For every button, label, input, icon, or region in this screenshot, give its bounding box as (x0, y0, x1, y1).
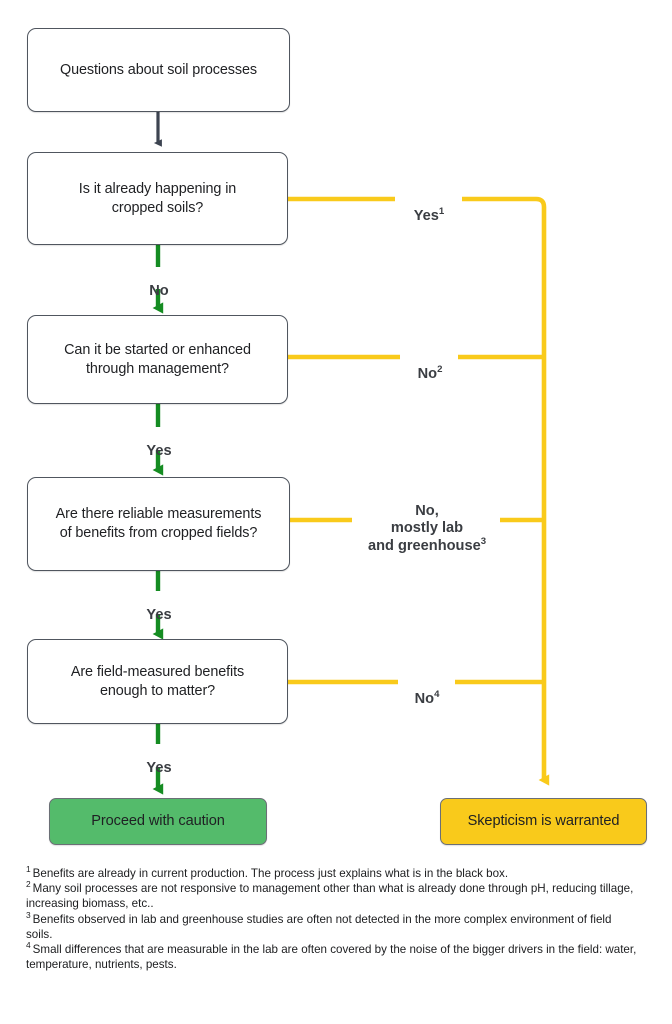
node-skepticism-label: Skepticism is warranted (467, 813, 620, 829)
node-q2-label: Can it be started or enhanced through ma… (64, 341, 251, 377)
footnote-2-marker: 2 (26, 879, 31, 890)
footnote-1-text: Benefits are already in current producti… (32, 867, 509, 880)
edge-label-q1-no-text: No (149, 282, 169, 299)
node-question-started-or-enhanced[interactable]: Can it be started or enhanced through ma… (27, 315, 288, 404)
node-terminal-proceed-with-caution[interactable]: Proceed with caution (49, 798, 267, 845)
node-start-label: Questions about soil processes (60, 61, 257, 78)
edge-label-q2-yes: Yes (134, 425, 184, 460)
footnote-2-text: Many soil processes are not responsive t… (26, 882, 634, 911)
edge-label-q4-no-text: No (414, 690, 435, 707)
footnote-4-text: Small differences that are measurable in… (26, 943, 637, 972)
edge-label-q4-yes: Yes (134, 742, 184, 777)
footnote-1-marker: 1 (26, 864, 31, 875)
node-question-already-happening[interactable]: Is it already happening in cropped soils… (27, 152, 288, 245)
node-q4-label: Are field-measured benefits enough to ma… (70, 663, 245, 699)
edge-label-q2-yes-text: Yes (146, 442, 172, 459)
edge-label-q2-no: No2 (401, 348, 459, 383)
edge-label-q3-yes: Yes (134, 589, 184, 624)
footnote-ref-4: 4 (434, 688, 440, 700)
footnote-3-marker: 3 (26, 909, 31, 920)
node-question-benefits-enough[interactable]: Are field-measured benefits enough to ma… (27, 639, 288, 724)
edge-label-q4-no: No4 (399, 673, 455, 708)
edge-label-q3-no-text: No, mostly lab and greenhouse (367, 502, 481, 554)
footnote-4-marker: 4 (26, 940, 31, 951)
edge-label-q4-yes-text: Yes (146, 759, 172, 776)
node-start[interactable]: Questions about soil processes (27, 28, 290, 112)
edge-label-q1-no: No (138, 265, 180, 300)
node-q3-label: Are there reliable measurements of benef… (55, 506, 262, 541)
connector-no-branch-spine (288, 196, 550, 786)
node-question-reliable-measurements[interactable]: Are there reliable measurements of benef… (27, 477, 290, 571)
node-terminal-skepticism-warranted[interactable]: Skepticism is warranted (440, 798, 647, 845)
edge-label-q1-yes: Yes1 (397, 190, 461, 225)
edge-label-q1-yes-text: Yes (413, 207, 439, 224)
footnote-ref-1: 1 (438, 205, 445, 217)
edge-label-q3-no: No, mostly lab and greenhouse3 (353, 485, 501, 555)
footnote-ref-2: 2 (437, 363, 443, 375)
footnote-ref-3: 3 (480, 535, 487, 547)
edge-label-q3-yes-text: Yes (146, 606, 172, 623)
footnote-3-text: Benefits observed in lab and greenhouse … (26, 912, 612, 941)
node-q1-label: Is it already happening in cropped soils… (78, 180, 237, 216)
node-proceed-label: Proceed with caution (91, 813, 225, 829)
edge-label-q2-no-text: No (417, 365, 438, 382)
